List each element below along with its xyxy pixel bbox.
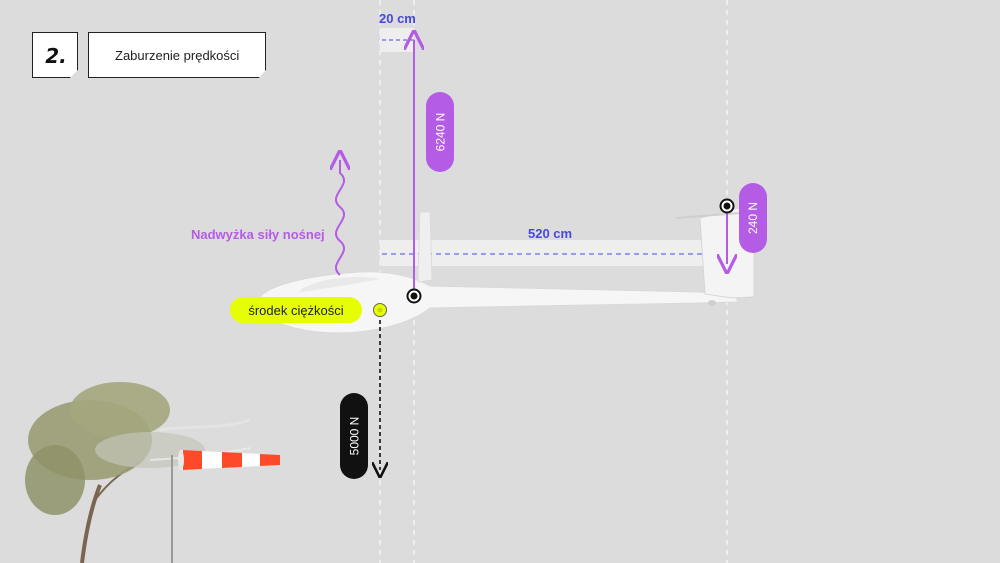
weight-force-pill: 5000 N bbox=[340, 393, 368, 479]
lift-force-value: 6240 N bbox=[433, 112, 448, 152]
cg-point-icon bbox=[373, 303, 387, 317]
tree-icon bbox=[25, 382, 251, 563]
tail-force-value: 240 N bbox=[746, 201, 760, 235]
dimension-label-520cm: 520 cm bbox=[528, 226, 573, 241]
tail-force-pill: 240 N bbox=[739, 183, 767, 253]
step-number-box: 2. bbox=[32, 32, 78, 78]
dimension-band-520cm bbox=[380, 240, 727, 266]
excess-lift-label: Nadwyżka siły nośnej bbox=[191, 227, 325, 242]
lift-point-icon bbox=[406, 288, 422, 304]
page-title: Zaburzenie prędkości bbox=[88, 32, 266, 78]
weight-force-value: 5000 N bbox=[347, 416, 362, 456]
tail-point-icon bbox=[719, 198, 735, 214]
windsock-icon bbox=[171, 450, 280, 563]
dimension-label-20cm: 20 cm bbox=[379, 11, 416, 26]
step-number: 2. bbox=[45, 44, 67, 68]
center-of-gravity-label: środek ciężkości bbox=[230, 297, 362, 323]
lift-force-pill: 6240 N bbox=[426, 92, 454, 172]
excess-lift-arrow bbox=[336, 160, 344, 276]
